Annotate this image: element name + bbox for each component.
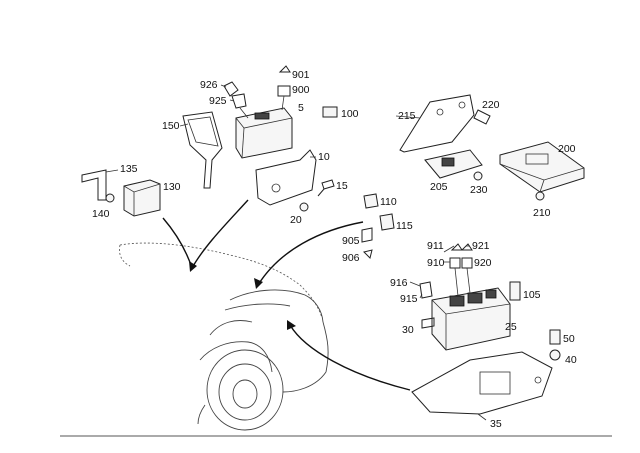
control-unit-group-top — [182, 65, 338, 212]
label-140: 140 — [92, 208, 110, 220]
label-100: 100 — [341, 108, 359, 120]
relay-115-icon — [379, 213, 395, 231]
label-30: 30 — [402, 324, 414, 336]
label-40: 40 — [565, 354, 577, 366]
part-920-icon — [461, 257, 473, 269]
label-900: 900 — [292, 84, 310, 96]
part-905-icon — [361, 227, 373, 243]
part-926-icon — [223, 81, 239, 97]
arrow-to-fender — [257, 221, 364, 286]
bracket-135-icon — [81, 169, 107, 201]
label-200: 200 — [558, 143, 576, 155]
label-921: 921 — [472, 240, 490, 252]
nut-230-icon — [473, 171, 483, 181]
nut-40-icon — [549, 349, 561, 361]
label-10: 10 — [318, 151, 330, 163]
arrow-to-front — [289, 324, 411, 391]
part-910-icon — [449, 257, 461, 269]
module-130-icon — [123, 179, 161, 217]
bracket-10-icon — [255, 149, 317, 206]
label-210: 210 — [533, 207, 551, 219]
module-group-right-top — [399, 94, 585, 201]
nut-20-icon — [299, 202, 309, 212]
part-901-icon — [278, 65, 291, 73]
part-915-icon — [419, 281, 433, 299]
label-130: 130 — [163, 181, 181, 193]
arrow-to-hood — [191, 199, 249, 269]
label-205: 205 — [430, 181, 448, 193]
label-105: 105 — [523, 289, 541, 301]
control-unit-group-bottom — [411, 243, 561, 415]
part-900-icon — [277, 85, 291, 97]
part-labels: 926 925 901 900 5 100 150 10 15 20 135 1… — [92, 69, 577, 430]
label-220: 220 — [482, 99, 500, 111]
label-906: 906 — [342, 252, 360, 264]
label-110: 110 — [380, 196, 397, 208]
label-916: 916 — [390, 277, 408, 289]
label-135: 135 — [120, 163, 138, 175]
bracket-150-icon — [182, 111, 223, 189]
module-5-icon — [235, 107, 293, 159]
nut-210-icon — [535, 191, 545, 201]
sleeve-50-icon — [549, 329, 561, 345]
part-105-icon — [509, 281, 521, 301]
bolt-220-icon — [473, 109, 491, 125]
part-906-icon — [363, 249, 373, 259]
part-925-icon — [231, 93, 247, 109]
nut-140-icon — [105, 193, 115, 203]
label-5: 5 — [298, 102, 304, 114]
arrows — [162, 199, 411, 391]
label-925: 925 — [209, 95, 227, 107]
relay-110-icon — [363, 193, 379, 209]
part-100-icon — [322, 106, 338, 118]
label-20: 20 — [290, 214, 302, 226]
label-15: 15 — [336, 180, 348, 192]
label-35: 35 — [490, 418, 502, 430]
leader-lines — [105, 84, 487, 421]
label-920: 920 — [474, 257, 492, 269]
label-115: 115 — [396, 220, 413, 232]
label-910: 910 — [427, 257, 445, 269]
label-150: 150 — [162, 120, 180, 132]
bracket-215-icon — [399, 94, 475, 153]
bolt-15-icon — [321, 179, 335, 190]
module-group-left — [81, 169, 161, 217]
label-905: 905 — [342, 235, 360, 247]
label-215: 215 — [398, 110, 416, 122]
relay-group — [361, 193, 395, 259]
label-25: 25 — [505, 321, 517, 333]
label-911: 911 — [427, 240, 444, 252]
label-915: 915 — [400, 293, 418, 305]
label-50: 50 — [563, 333, 575, 345]
label-230: 230 — [470, 184, 488, 196]
bracket-35-icon — [411, 351, 553, 415]
label-926: 926 — [200, 79, 218, 91]
screw-30-icon — [421, 317, 435, 329]
car-outline — [119, 242, 329, 431]
label-901: 901 — [292, 69, 310, 81]
